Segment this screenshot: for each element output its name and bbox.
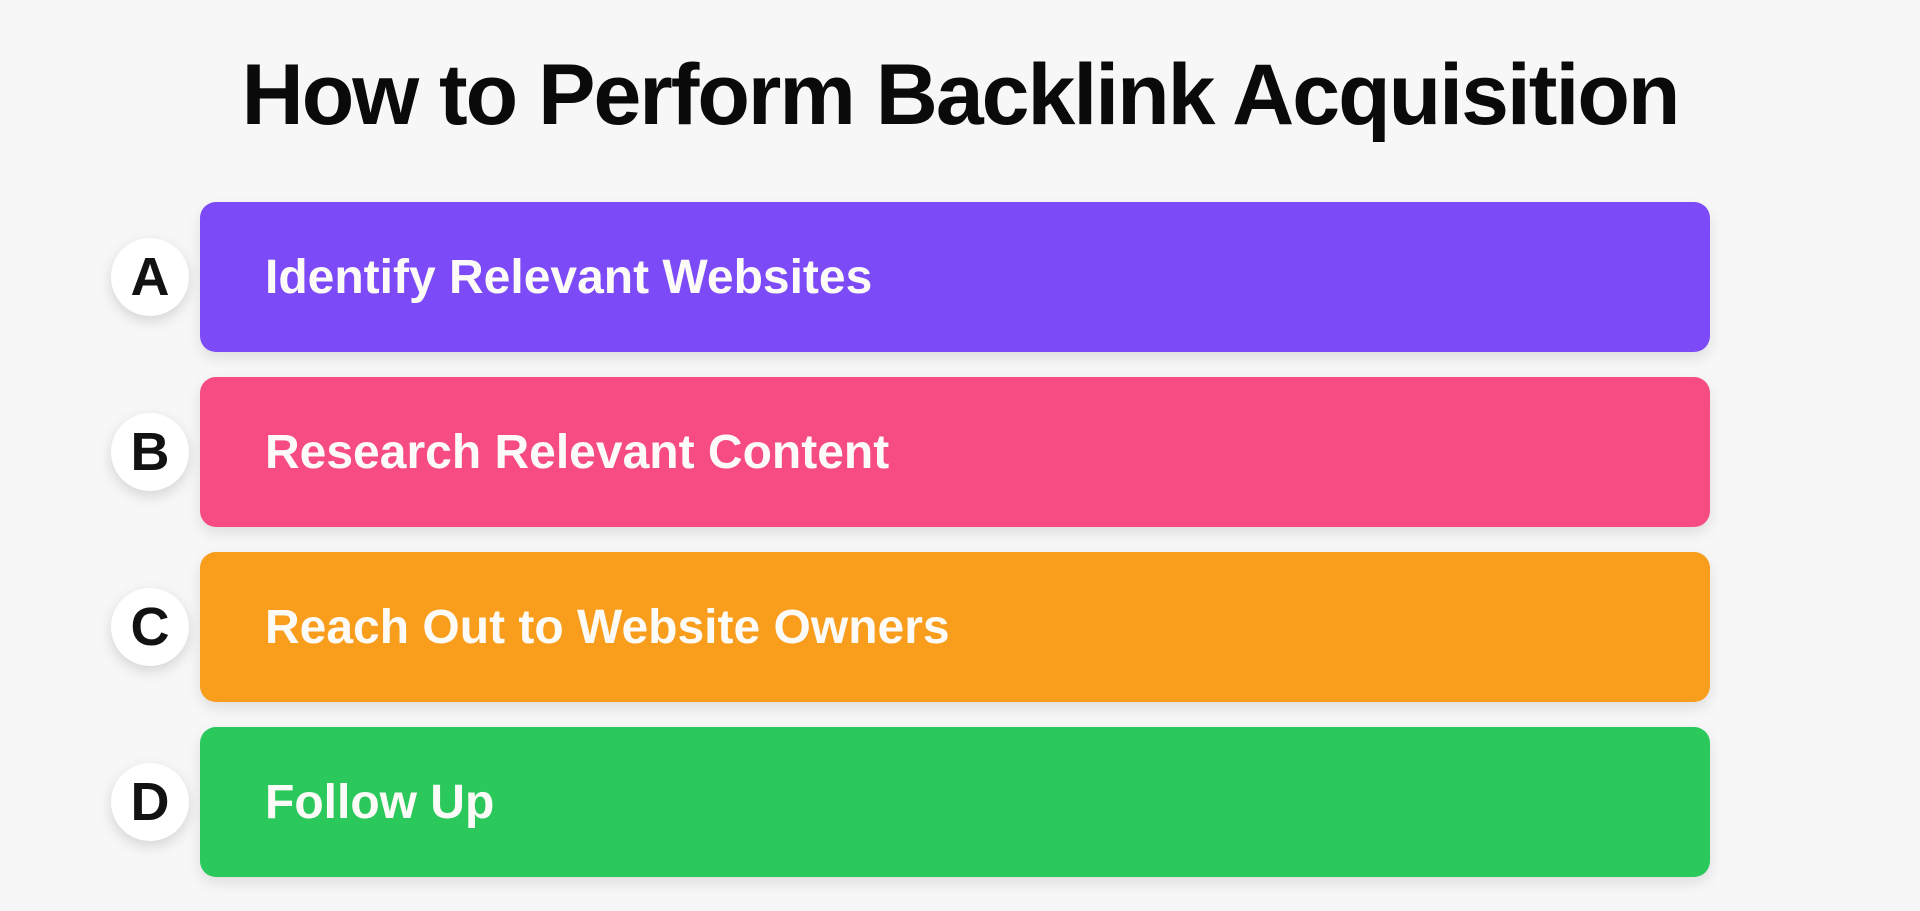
step-bar-d: Follow Up [200, 727, 1710, 877]
page-title: How to Perform Backlink Acquisition [241, 47, 1681, 143]
step-badge-d: D [111, 763, 189, 841]
step-badge-letter: B [130, 422, 170, 482]
step-label: Identify Relevant Websites [265, 250, 873, 304]
step-row-c: C Reach Out to Website Owners [0, 552, 1920, 702]
step-row-b: B Research Relevant Content [0, 377, 1920, 527]
step-badge-c: C [111, 588, 189, 666]
step-row-d: D Follow Up [0, 727, 1920, 877]
step-row-a: A Identify Relevant Websites [0, 202, 1920, 352]
step-label: Reach Out to Website Owners [265, 600, 950, 654]
step-badge-b: B [111, 413, 189, 491]
step-label: Research Relevant Content [265, 425, 890, 479]
step-bar-b: Research Relevant Content [200, 377, 1710, 527]
step-bar-c: Reach Out to Website Owners [200, 552, 1710, 702]
step-badge-letter: D [130, 772, 170, 832]
step-badge-letter: C [130, 597, 170, 657]
step-label: Follow Up [265, 775, 495, 829]
step-badge-a: A [111, 238, 189, 316]
step-bar-a: Identify Relevant Websites [200, 202, 1710, 352]
step-badge-letter: A [130, 247, 170, 307]
